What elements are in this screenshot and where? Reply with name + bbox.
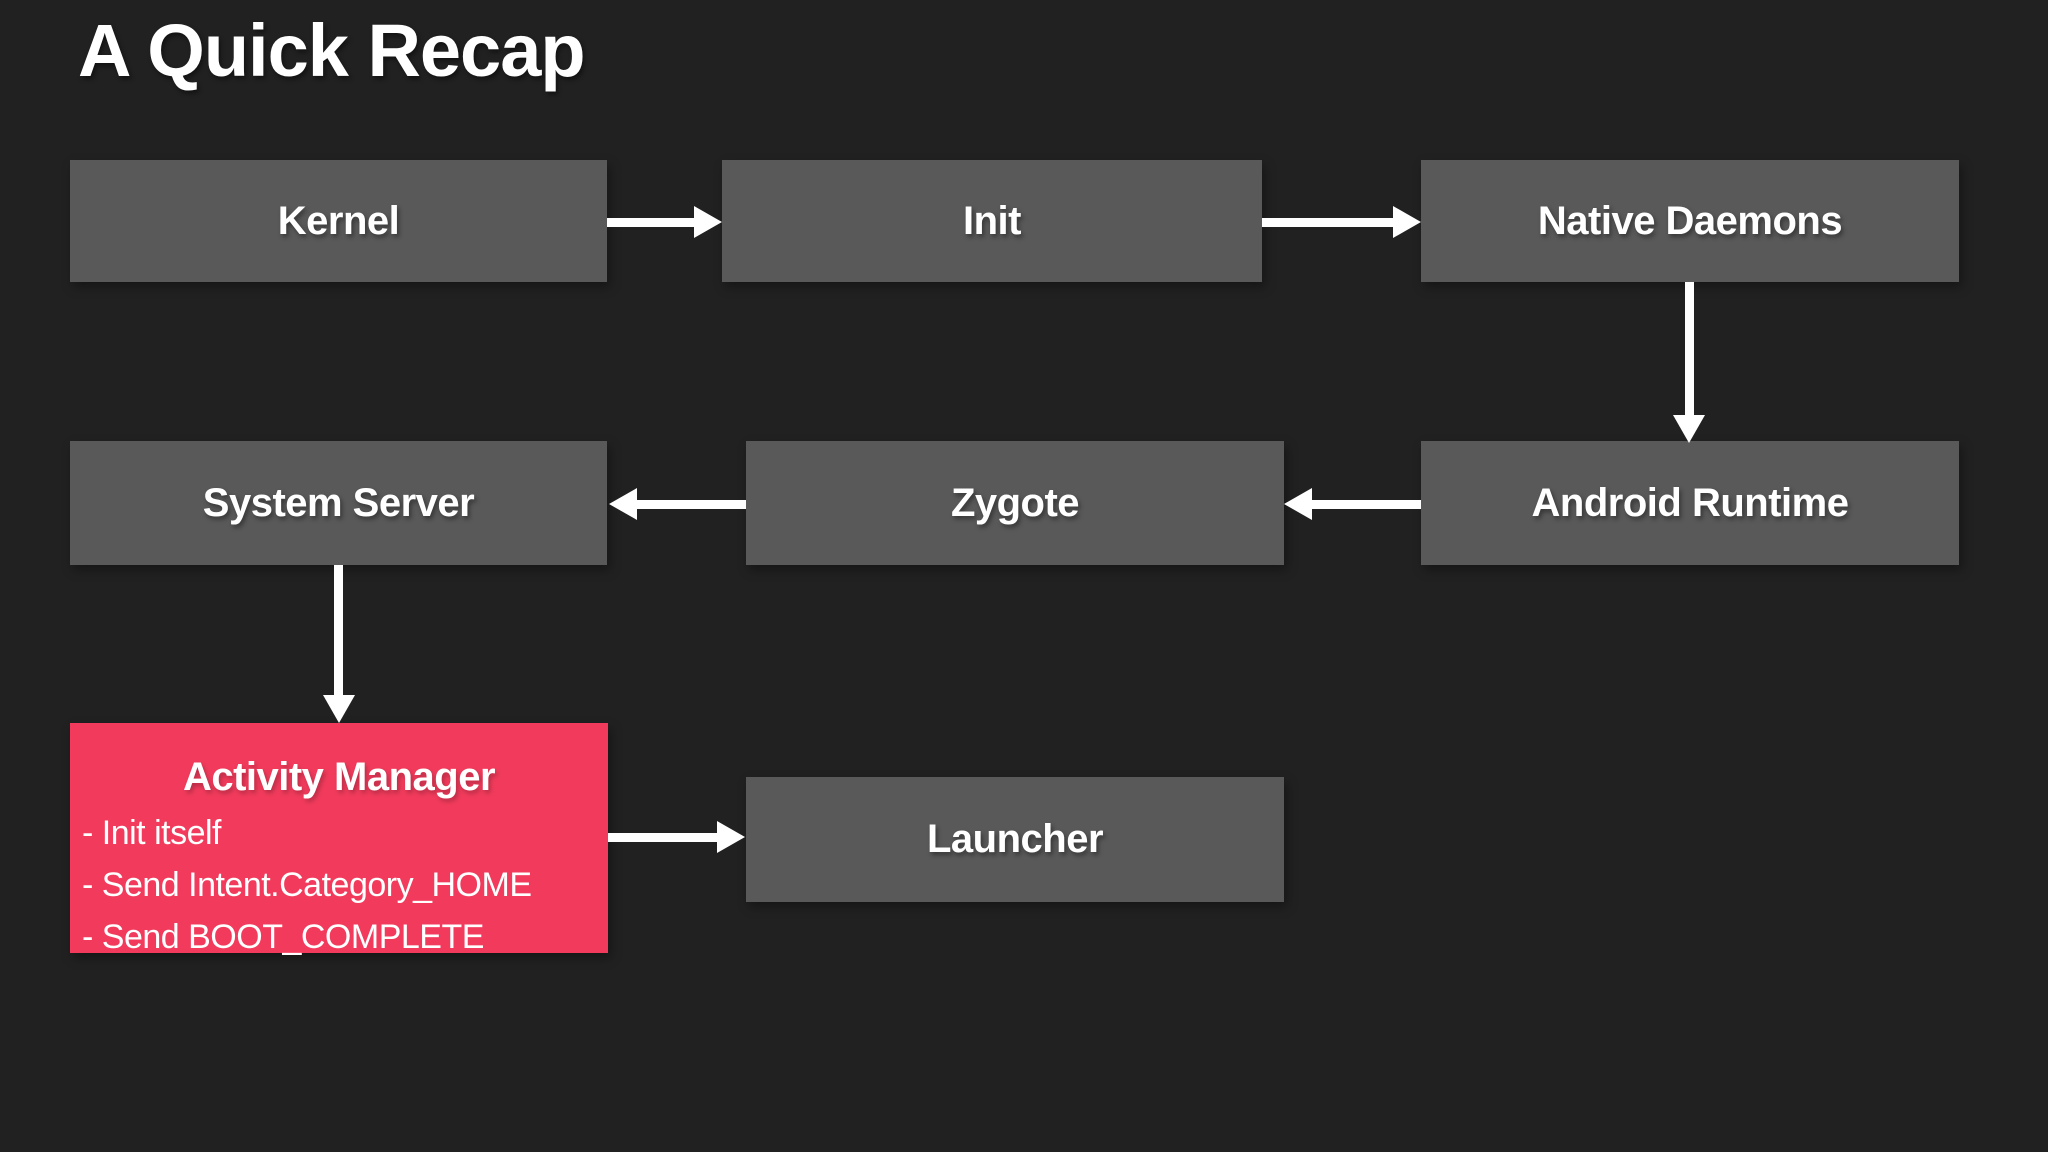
node-kernel: Kernel — [70, 160, 607, 282]
node-init-label: Init — [963, 198, 1021, 243]
arrow-shaft — [636, 500, 746, 509]
arrow-head-down-icon — [1673, 415, 1705, 443]
arrow-head-right-icon — [1393, 206, 1421, 238]
node-native-daemons: Native Daemons — [1421, 160, 1959, 282]
slide-title: A Quick Recap — [78, 9, 586, 92]
node-zygote: Zygote — [746, 441, 1284, 565]
arrow-shaft — [1262, 218, 1394, 227]
node-kernel-label: Kernel — [277, 198, 400, 243]
node-activity-manager-label: Activity Manager — [182, 755, 496, 799]
node-launcher-label: Launcher — [926, 817, 1104, 861]
arrow-shaft — [334, 565, 343, 696]
arrow-shaft — [1685, 282, 1694, 416]
arrow-head-right-icon — [694, 206, 722, 238]
node-native-daemons-label: Native Daemons — [1537, 198, 1843, 243]
arrow-shaft — [607, 218, 695, 227]
activity-manager-detail: - Send BOOT_COMPLETE — [82, 918, 484, 956]
activity-manager-detail: - Send Intent.Category_HOME — [82, 866, 532, 904]
node-android-runtime-label: Android Runtime — [1531, 480, 1849, 525]
activity-manager-detail-list: - Init itself - Send Intent.Category_HOM… — [70, 807, 608, 963]
node-android-runtime: Android Runtime — [1421, 441, 1959, 565]
arrow-head-down-icon — [323, 695, 355, 723]
node-activity-manager: Activity Manager - Init itself - Send In… — [70, 723, 608, 956]
activity-manager-detail: - Init itself — [82, 814, 221, 852]
node-zygote-label: Zygote — [950, 480, 1080, 525]
arrow-head-right-icon — [717, 821, 745, 853]
arrow-head-left-icon — [1284, 488, 1312, 520]
node-system-server-label: System Server — [202, 480, 475, 525]
node-init: Init — [722, 160, 1262, 282]
node-launcher: Launcher — [746, 777, 1284, 902]
arrow-shaft — [1311, 500, 1421, 509]
node-system-server: System Server — [70, 441, 607, 565]
arrow-shaft — [608, 833, 718, 842]
arrow-head-left-icon — [609, 488, 637, 520]
